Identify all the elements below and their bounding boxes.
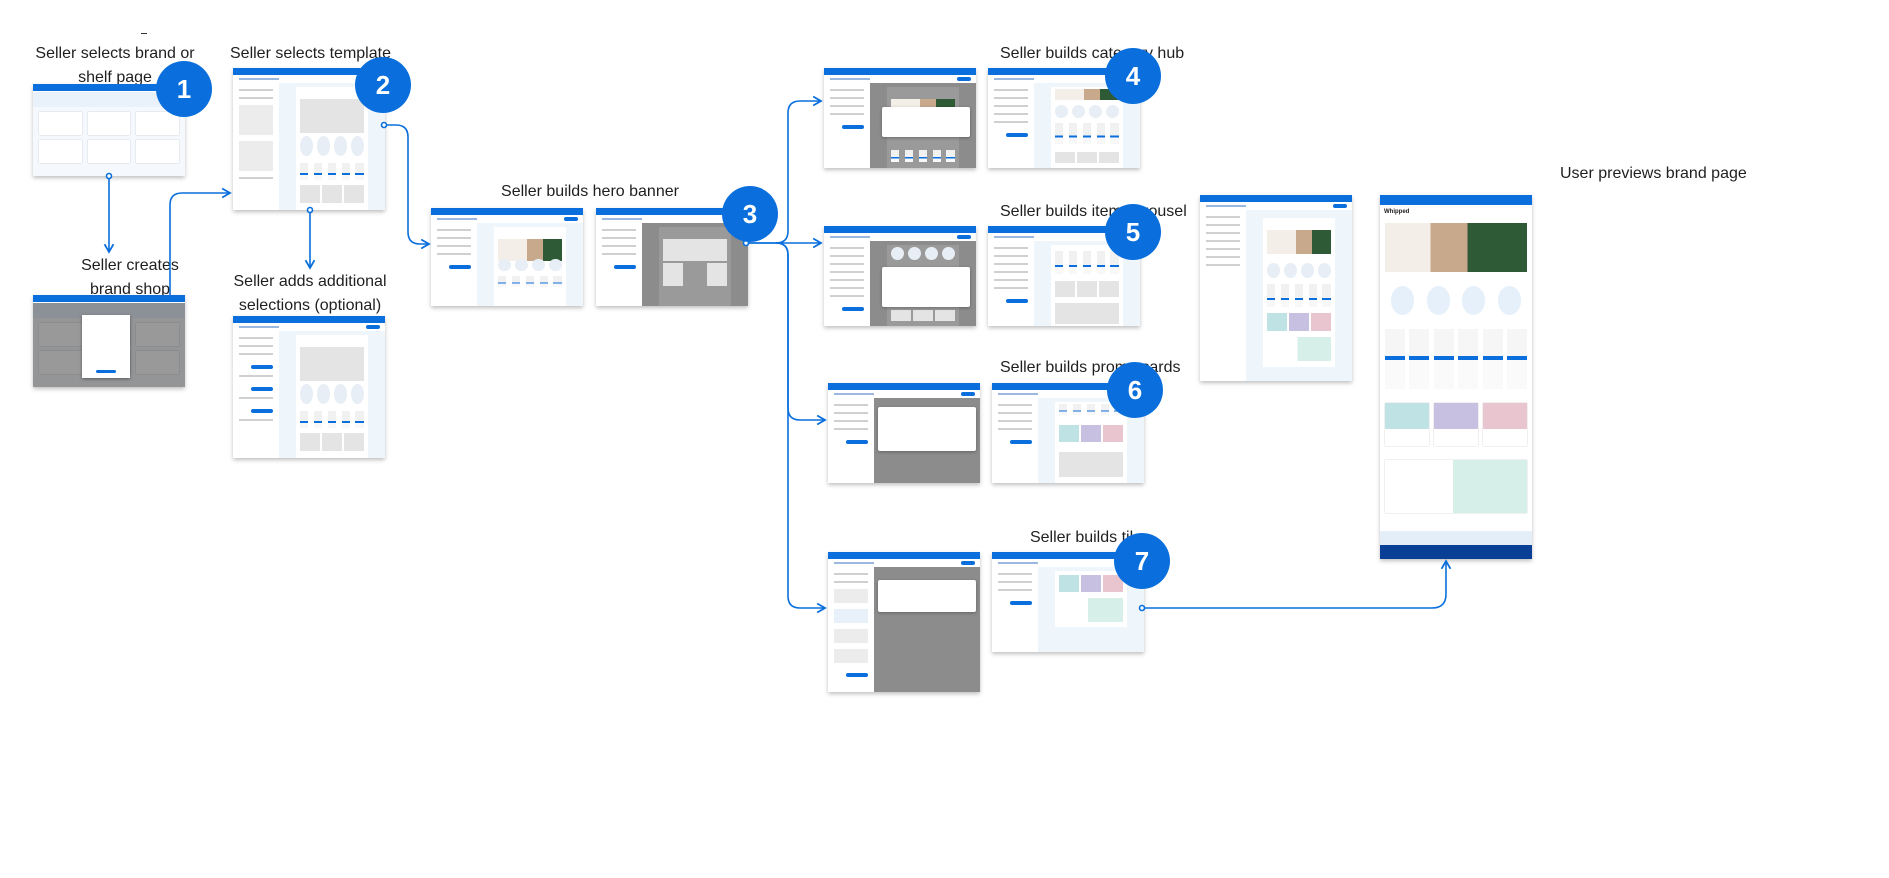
screenshot-walmart-brand-page: Whipped [1380, 195, 1532, 559]
step-badge-2: 2 [355, 57, 411, 113]
step-1b-label-line-2: brand shop [89, 281, 171, 298]
step-2b-label-line-2: selections (optional) [238, 297, 382, 314]
screenshot-select-template [233, 68, 385, 210]
step-1-label-line-2: shelf page [78, 69, 152, 86]
step-1b-label-line-1: Seller creates [81, 257, 179, 274]
step-preview-label: User previews brand page [1560, 162, 1747, 186]
screenshot-preview-editor [1200, 195, 1352, 381]
step-2-label-line-1: Seller selects template [230, 45, 391, 62]
step-preview-label-line-1: User previews brand page [1560, 165, 1747, 182]
title-mark [141, 33, 147, 34]
connector-3-to-7 [775, 242, 827, 614]
screenshot-hero-banner-upload [596, 208, 748, 306]
step-2-label: Seller selects template [230, 42, 391, 66]
screenshot-tiles-editor [828, 552, 980, 692]
step-badge-3: 3 [722, 186, 778, 242]
screenshot-seller-dashboard [33, 84, 185, 176]
step-badge-7: 7 [1114, 533, 1170, 589]
step-2b-label: Seller adds additional selections (optio… [230, 270, 390, 318]
step-1-label-line-1: Seller selects brand or [35, 45, 195, 62]
step-1-label: Seller selects brand or shelf page [30, 42, 200, 90]
step-badge-5: 5 [1105, 204, 1161, 260]
step-badge-1: 1 [156, 61, 212, 117]
connector-7-to-preview [1142, 559, 1452, 609]
step-3-label-line-1: Seller builds hero banner [501, 183, 679, 200]
step-1b-label: Seller creates brand shop [60, 254, 200, 302]
brand-page-title: Whipped [1384, 209, 1410, 215]
screenshot-category-hub-editor [824, 68, 976, 168]
screenshot-hero-banner-editor [431, 208, 583, 306]
step-badge-6: 6 [1107, 362, 1163, 418]
step-badge-4: 4 [1105, 48, 1161, 104]
step-3-label: Seller builds hero banner [500, 180, 680, 204]
connector-3-to-6 [775, 242, 827, 426]
connector-2-to-3 [384, 124, 431, 250]
screenshot-additional-selections [233, 316, 385, 458]
screenshot-item-carousel-editor [824, 226, 976, 326]
screenshot-promo-cards-editor [828, 383, 980, 483]
step-2b-label-line-1: Seller adds additional [233, 273, 387, 290]
screenshot-create-brand-shop-modal [33, 295, 185, 387]
